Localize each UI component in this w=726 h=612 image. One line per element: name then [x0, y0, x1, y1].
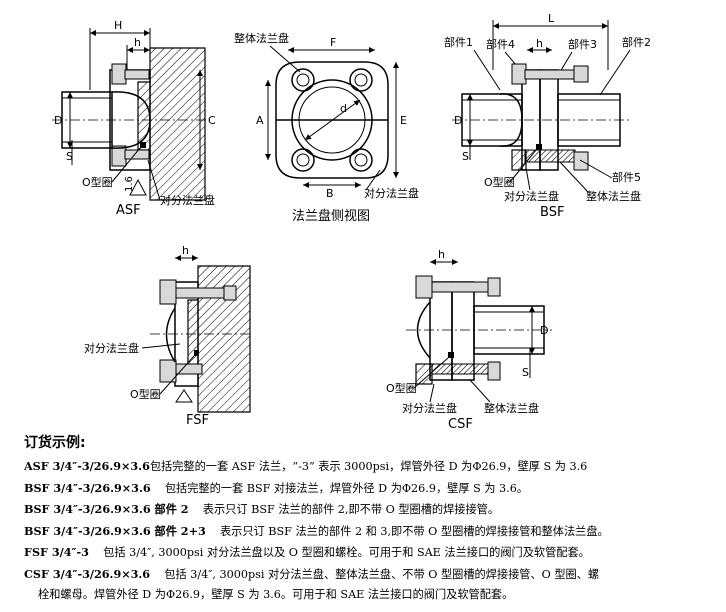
- dim-H: H: [114, 19, 122, 32]
- side-split-flange-label: 对分法兰盘: [364, 186, 419, 200]
- fsf-o-ring-label: O型圈: [130, 387, 161, 401]
- asf-drawing: H h D C S 1.6 O型圈: [52, 19, 216, 218]
- bsf-split-flange-label: 对分法兰盘: [504, 189, 559, 203]
- bsf-caption: BSF: [540, 205, 564, 220]
- order-code: CSF 3/4″-3/26.9×3.6: [24, 566, 151, 581]
- dim-A: A: [256, 114, 264, 127]
- csf-caption: CSF: [448, 417, 473, 430]
- order-code: BSF 3/4″-3/26.9×3.6 部件 2+3: [24, 523, 206, 538]
- fsf-split-flange-label: 对分法兰盘: [84, 341, 139, 355]
- order-code: BSF 3/4″-3/26.9×3.6 部件 2: [24, 502, 189, 516]
- dim-S-csf: S: [522, 366, 529, 379]
- order-row-continuation: 栓和螺母。焊管外径 D 为Φ26.9，壁厚 S 为 3.6。可用于和 SAE 法…: [38, 588, 514, 601]
- order-desc: 包括完整的一套 ASF 法兰，“-3” 表示 3000psi，焊管外径 D 为Φ…: [149, 460, 588, 473]
- csf-split-flange-label: 对分法兰盘: [402, 401, 457, 415]
- order-desc: 包括 3/4″, 3000psi 对分法兰盘以及 O 型圈和螺栓。可用于和 SA…: [88, 546, 590, 559]
- dim-D: D: [54, 114, 62, 127]
- order-desc: 表示只订 BSF 法兰的部件 2 和 3,即不带 O 型圈槽的焊接接管和整体法兰…: [205, 524, 609, 538]
- fsf-caption: FSF: [186, 413, 209, 428]
- order-code: BSF 3/4″-3/26.9×3.6: [24, 480, 151, 495]
- dim-S-bsf: S: [462, 150, 469, 163]
- order-desc: 表示只订 BSF 法兰的部件 2,即不带 O 型圈槽的焊接接管。: [188, 503, 500, 516]
- part4-label: 部件4: [486, 37, 515, 51]
- side-view-drawing: 整体法兰盘 F d A E B 对分法兰盘 法兰盘侧视图: [234, 31, 419, 224]
- dim-B: B: [326, 187, 334, 200]
- order-row: BSF 3/4″-3/26.9×3.6 部件 2+3 表示只订 BSF 法兰的部…: [24, 521, 716, 543]
- order-row: FSF 3/4″-3 包括 3/4″, 3000psi 对分法兰盘以及 O 型圈…: [24, 542, 716, 564]
- order-row: BSF 3/4″-3/26.9×3.6 包括完整的一套 BSF 对接法兰，焊管外…: [24, 478, 716, 500]
- order-row: CSF 3/4″-3/26.9×3.6 包括 3/4″, 3000psi 对分法…: [24, 564, 716, 586]
- dim-D-csf: D: [540, 324, 548, 337]
- dim-L: L: [548, 12, 555, 25]
- part5-label: 部件5: [612, 170, 641, 184]
- order-desc: 包括完整的一套 BSF 对接法兰，焊管外径 D 为Φ26.9，壁厚 S 为 3.…: [150, 481, 529, 495]
- side-one-piece-flange-label: 整体法兰盘: [234, 31, 289, 45]
- order-row: BSF 3/4″-3/26.9×3.6 部件 2 表示只订 BSF 法兰的部件 …: [24, 499, 716, 521]
- dim-S: S: [66, 150, 73, 163]
- bsf-o-ring-label: O型圈: [484, 175, 515, 189]
- asf-caption: ASF: [116, 203, 141, 218]
- dim-C: C: [208, 114, 216, 127]
- dim-h-fsf: h: [182, 244, 189, 257]
- part2-label: 部件2: [622, 35, 651, 49]
- order-code: ASF 3/4″-3/26.9×3.6: [24, 459, 150, 473]
- asf-split-flange-label: 对分法兰盘: [160, 193, 215, 207]
- csf-o-ring-label: O型圈: [386, 381, 417, 395]
- side-view-caption: 法兰盘侧视图: [292, 208, 370, 224]
- dim-D-bsf: D: [454, 114, 462, 127]
- dim-h-csf: h: [438, 248, 445, 261]
- roughness-mark: 1.6: [124, 176, 135, 192]
- part1-label: 部件1: [444, 35, 473, 49]
- fsf-drawing: h 对分法兰盘 O型圈 FSF: [84, 244, 251, 428]
- dim-d: d: [340, 102, 347, 115]
- order-row: ASF 3/4″-3/26.9×3.6包括完整的一套 ASF 法兰，“-3” 表…: [24, 456, 716, 478]
- part3-label: 部件3: [568, 37, 597, 51]
- csf-drawing: h D S O型圈 对分法兰盘 整体法兰盘 CSF: [386, 248, 552, 430]
- bsf-one-piece-flange-label: 整体法兰盘: [586, 189, 641, 203]
- csf-one-piece-flange-label: 整体法兰盘: [484, 401, 539, 415]
- order-heading: 订货示例:: [24, 435, 86, 451]
- bsf-drawing: L h 部件1 部件4 部件3 部件2 D: [444, 12, 651, 220]
- dim-h-bsf: h: [536, 37, 543, 50]
- asf-o-ring-label: O型圈: [82, 175, 113, 189]
- order-desc: 包括 3/4″, 3000psi 对分法兰盘、整体法兰盘、不带 O 型圈槽的焊接…: [150, 567, 600, 581]
- order-examples: 订货示例: ASF 3/4″-3/26.9×3.6包括完整的一套 ASF 法兰，…: [24, 432, 716, 606]
- dim-h: h: [134, 36, 141, 49]
- flange-diagrams: H h D C S 1.6 O型圈: [52, 12, 651, 430]
- dim-E: E: [400, 114, 407, 127]
- order-code: FSF 3/4″-3: [24, 545, 89, 559]
- dim-F: F: [330, 36, 336, 49]
